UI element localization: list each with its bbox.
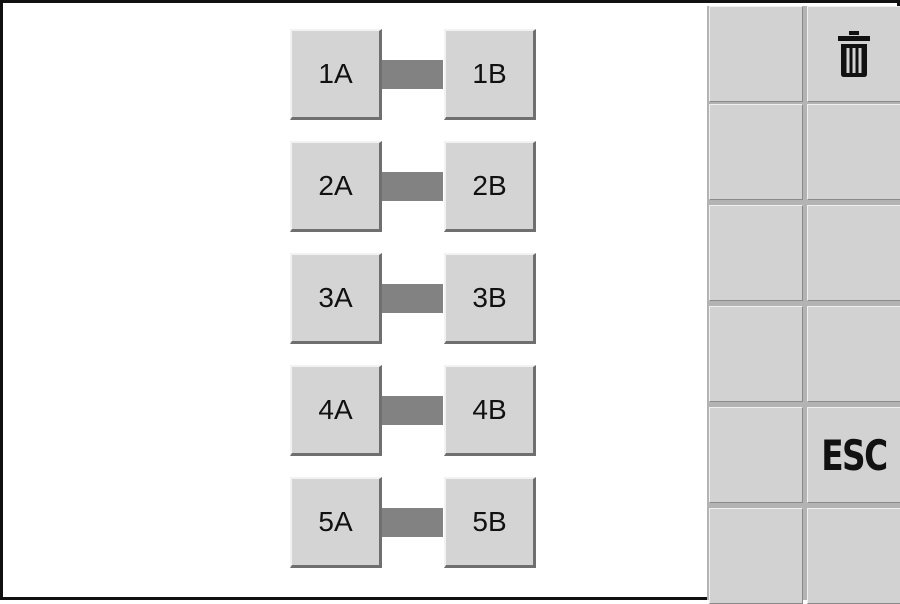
button-4a[interactable]: 4A (290, 365, 382, 456)
side-key-right-4[interactable] (807, 306, 900, 402)
button-3a[interactable]: 3A (290, 253, 382, 344)
side-key-panel: ESC (707, 6, 900, 604)
side-key-right-6[interactable] (807, 508, 900, 604)
button-2b[interactable]: 2B (444, 141, 536, 232)
button-3b[interactable]: 3B (444, 253, 536, 344)
button-5b[interactable]: 5B (444, 477, 536, 568)
side-key-left-1[interactable] (709, 6, 803, 102)
side-key-left-5[interactable] (709, 407, 803, 503)
escape-label: ESC (821, 430, 888, 480)
pair-row-5: 5A 5B (290, 477, 536, 569)
side-key-left-4[interactable] (709, 306, 803, 402)
link-bar-5 (380, 508, 443, 537)
delete-button[interactable] (807, 6, 900, 102)
pair-row-3: 3A 3B (290, 253, 536, 345)
link-bar-2 (380, 172, 443, 201)
pair-row-1: 1A 1B (290, 29, 536, 121)
side-key-left-6[interactable] (709, 508, 803, 604)
button-5a[interactable]: 5A (290, 477, 382, 568)
button-2a[interactable]: 2A (290, 141, 382, 232)
side-key-left-3[interactable] (709, 205, 803, 301)
trash-icon (838, 31, 870, 77)
side-key-left-2[interactable] (709, 104, 803, 200)
button-4b[interactable]: 4B (444, 365, 536, 456)
link-bar-1 (380, 60, 443, 89)
link-bar-4 (380, 396, 443, 425)
button-1a[interactable]: 1A (290, 29, 382, 120)
pair-row-2: 2A 2B (290, 141, 536, 233)
pair-row-4: 4A 4B (290, 365, 536, 457)
button-1b[interactable]: 1B (444, 29, 536, 120)
side-key-right-3[interactable] (807, 205, 900, 301)
escape-button[interactable]: ESC (807, 407, 900, 503)
link-bar-3 (380, 284, 443, 313)
side-key-right-2[interactable] (807, 104, 900, 200)
